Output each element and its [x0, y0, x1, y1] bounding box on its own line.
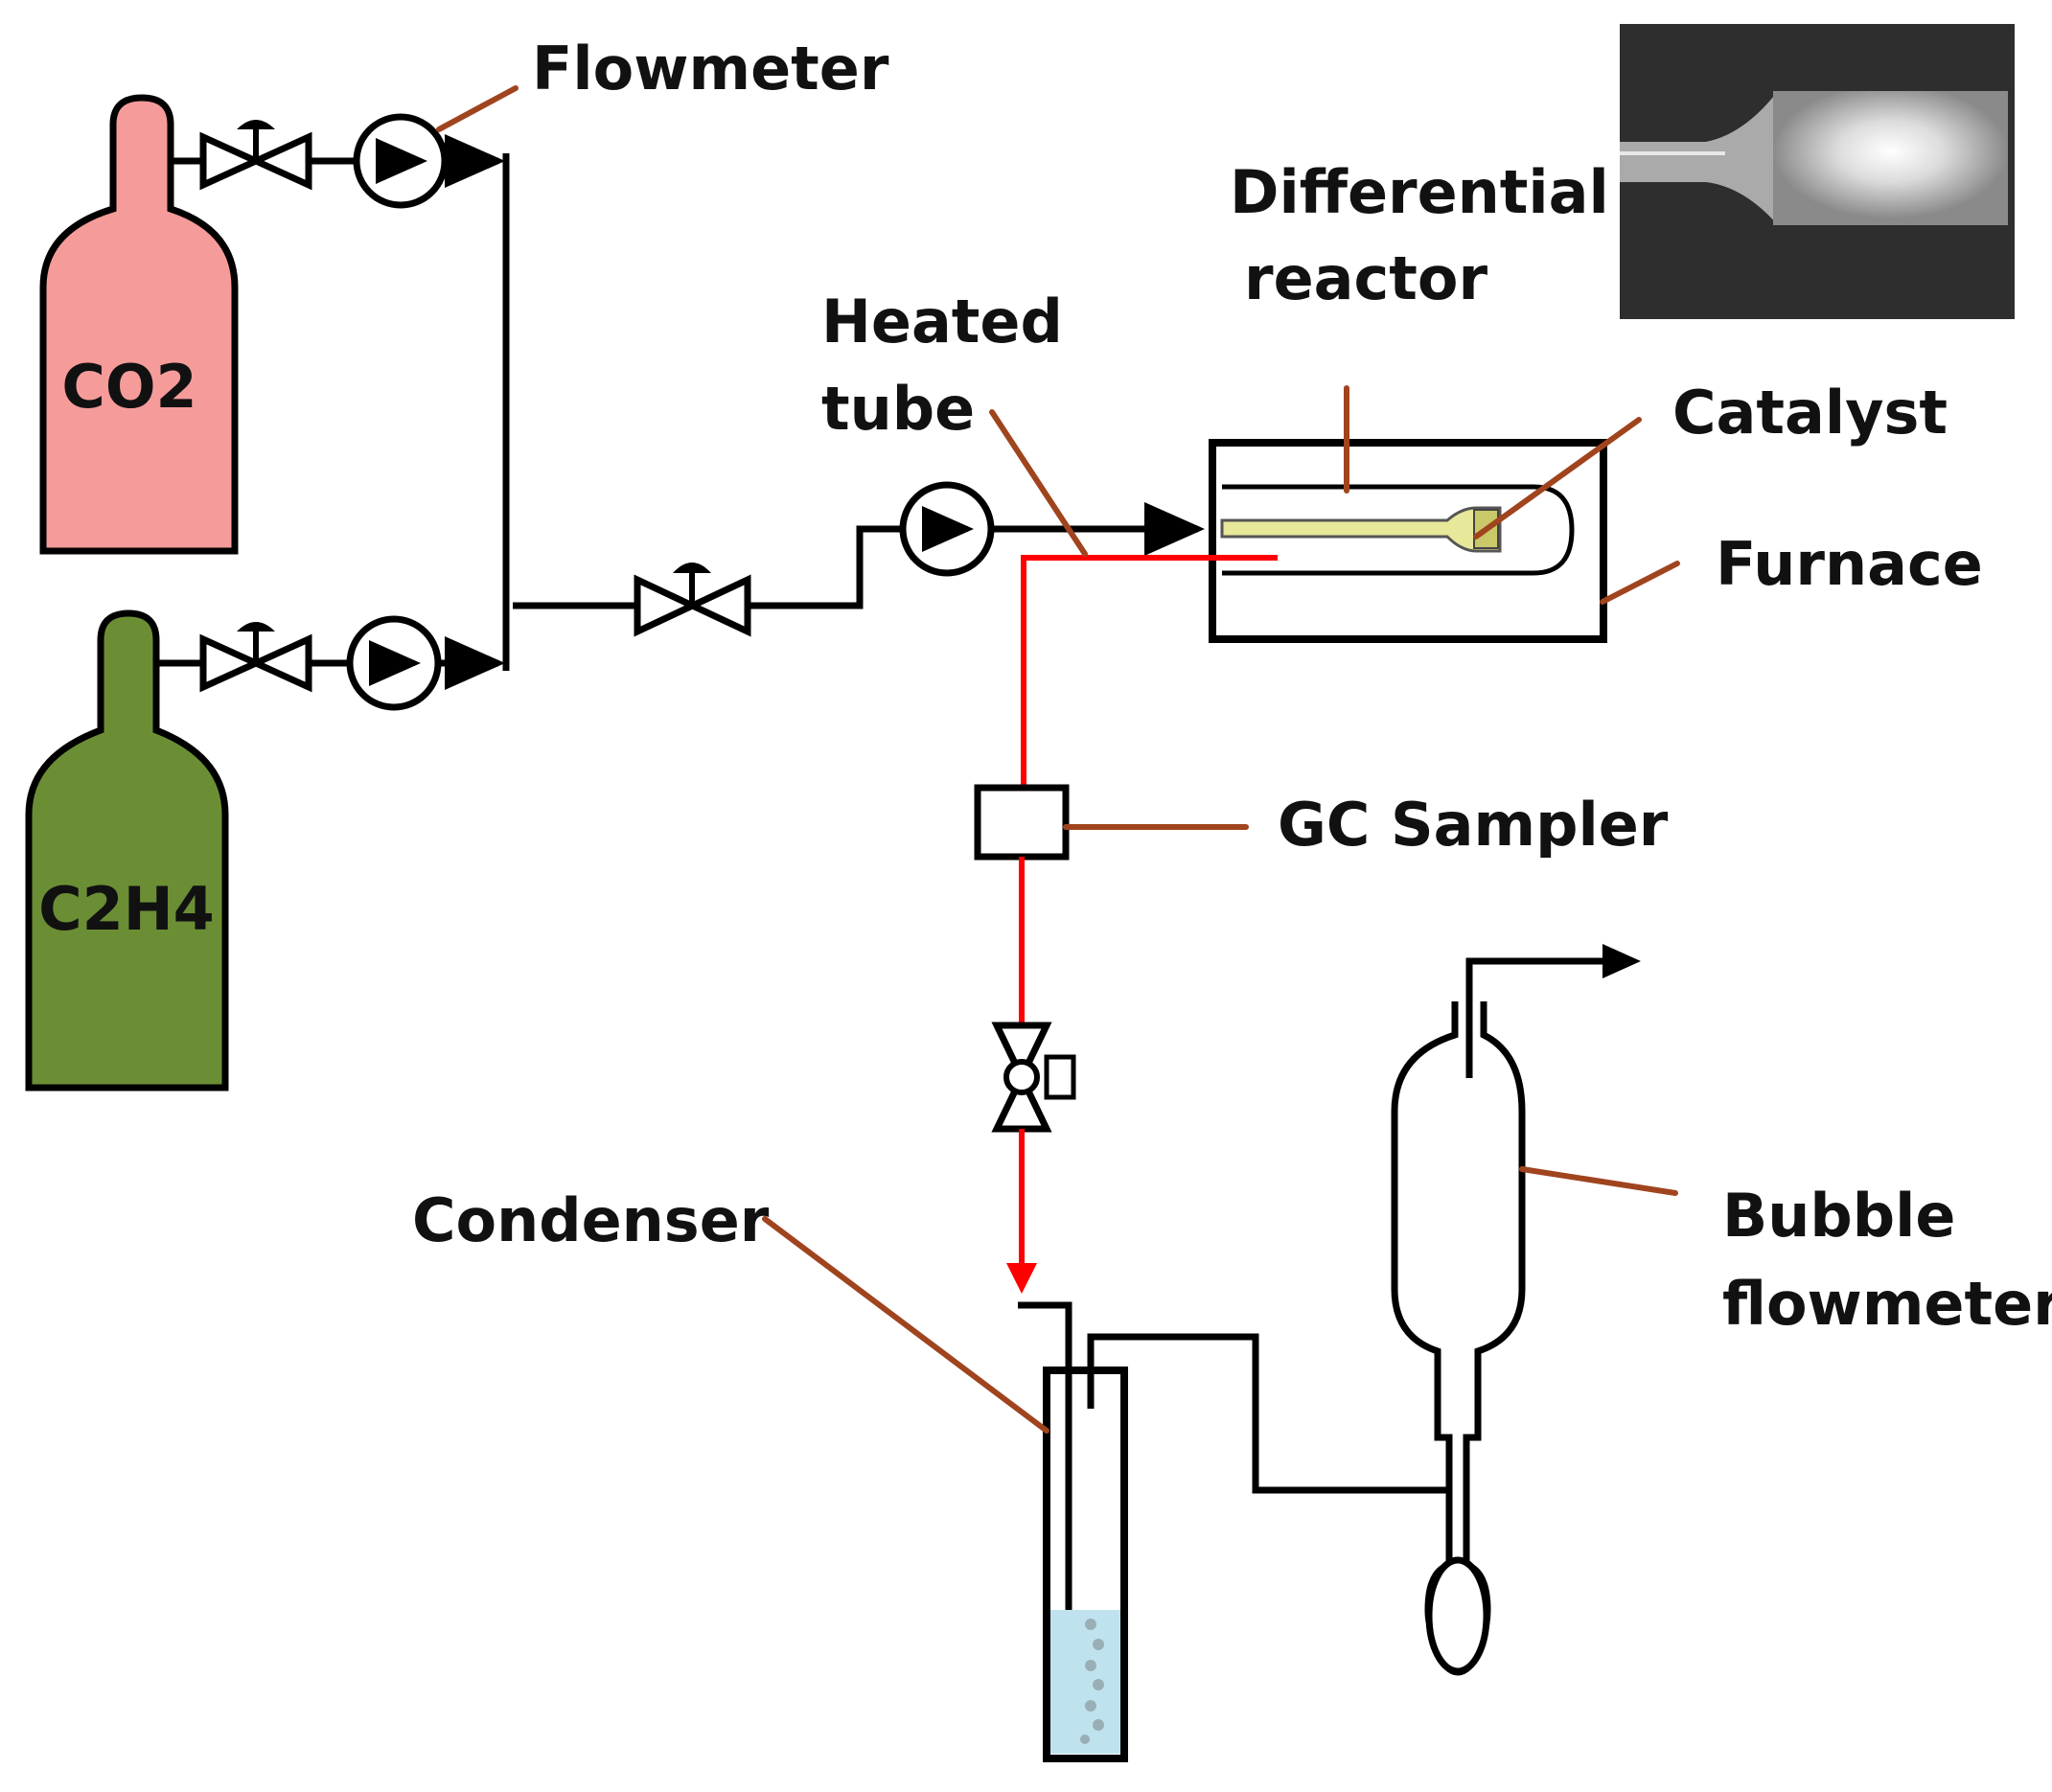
catalyst-leader: [1473, 417, 1642, 540]
c2h4-cylinder-label: C2H4: [38, 874, 215, 944]
bubble-flowmeter-label-line2: flowmeter: [1722, 1269, 2052, 1339]
heated-tube-line: [1021, 555, 1278, 788]
c2h4-cylinder: C2H4: [25, 609, 229, 1091]
differential-reactor-label-line1: Differential: [1230, 157, 1609, 227]
heated-tube-label-line2: tube: [821, 374, 975, 444]
outlet-valve: [991, 1022, 1076, 1133]
co2-cylinder-label: CO2: [61, 352, 196, 422]
co2-flowmeter-symbol: [353, 113, 449, 209]
bubble-flowmeter-label-line1: Bubble: [1722, 1181, 1955, 1251]
condenser-water: [1047, 1610, 1122, 1754]
co2-valve: [199, 120, 312, 191]
heated-tube-label-line1: Heated: [821, 287, 1063, 356]
heated-tube-leader: [989, 409, 1088, 557]
condenser-vessel: [1043, 1367, 1128, 1762]
condenser-label: Condenser: [412, 1185, 770, 1255]
differential-reactor-label-line2: reactor: [1244, 243, 1487, 313]
gc-sampler-box: [974, 784, 1070, 861]
gc-sampler-label: GC Sampler: [1278, 790, 1669, 860]
furnace-label: Furnace: [1716, 529, 1983, 599]
condenser-inlet-pipe: [1018, 1301, 1072, 1658]
main-flowmeter-symbol: [899, 481, 995, 577]
furnace-leader: [1600, 561, 1680, 605]
condenser-leader: [762, 1216, 1049, 1434]
differential-reactor-tube: [1222, 484, 1575, 576]
reactor-inner-glass: [1220, 506, 1502, 553]
co2-cylinder-body: [39, 94, 239, 555]
main-line-b: [748, 525, 901, 609]
flowmeter-leader: [436, 85, 519, 132]
main-valve: [634, 563, 751, 637]
co2-cylinder: CO2: [39, 94, 239, 555]
catalyst-label: Catalyst: [1672, 378, 1948, 448]
furnace-box: [1209, 439, 1607, 643]
flowmeter-label: Flowmeter: [532, 34, 889, 103]
bubble-flowmeter: [1391, 944, 1641, 1676]
reactor-photo-inset: [1620, 24, 2015, 319]
condenser-bubbles: [1080, 1619, 1104, 1744]
c2h4-cylinder-body: [25, 609, 229, 1091]
c2h4-flowmeter-symbol: [346, 615, 442, 711]
c2h4-valve: [199, 622, 312, 693]
bubble-flowmeter-leader: [1519, 1166, 1678, 1196]
condenser-outlet-pipe: [1087, 1333, 1447, 1494]
heated-line-arrowhead: [1006, 1263, 1037, 1294]
